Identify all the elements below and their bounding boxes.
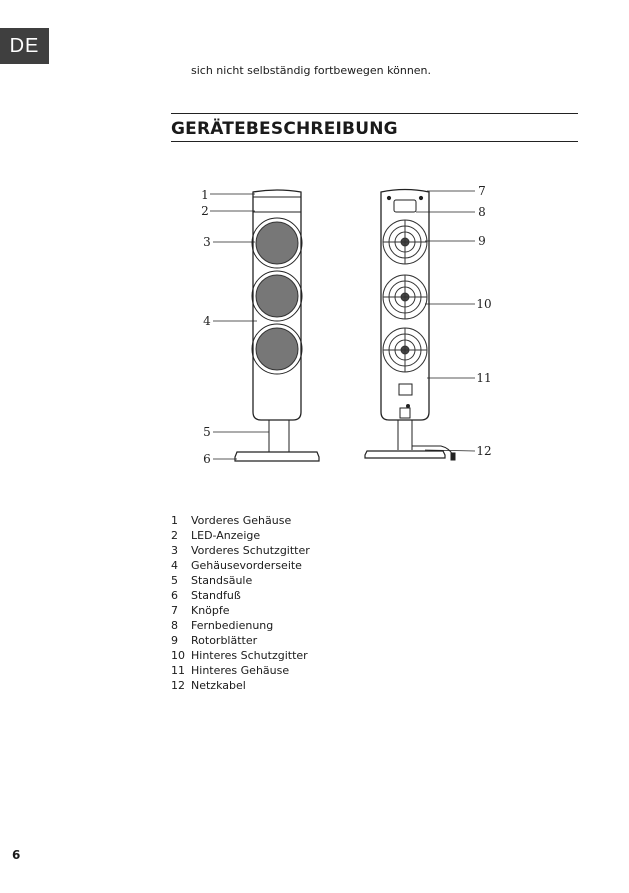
callout-5: 5 [203, 425, 211, 439]
callout-3: 3 [203, 235, 211, 249]
leader-lines [210, 190, 476, 460]
page-number: 6 [12, 848, 21, 862]
intro-text: sich nicht selbständig fortbewegen könne… [191, 64, 432, 77]
callout-4: 4 [203, 314, 211, 328]
language-tab: DE [0, 28, 49, 64]
callout-11: 11 [476, 371, 491, 385]
callout-6: 6 [203, 452, 211, 466]
section-title: GERÄTEBESCHREIBUNG [171, 119, 398, 139]
callout-2: 2 [201, 204, 209, 218]
callout-12: 12 [476, 444, 491, 458]
callout-1: 1 [201, 188, 209, 202]
front-view [234, 189, 320, 462]
section-rule-top [171, 113, 578, 114]
fan-diagram: 1 2 3 4 5 6 7 8 9 10 11 12 [201, 184, 491, 466]
callout-8: 8 [478, 205, 486, 219]
section-rule-bottom [171, 141, 578, 142]
callout-9: 9 [478, 234, 486, 248]
back-view [364, 188, 456, 461]
callout-10: 10 [476, 297, 491, 311]
callout-7: 7 [478, 184, 486, 198]
